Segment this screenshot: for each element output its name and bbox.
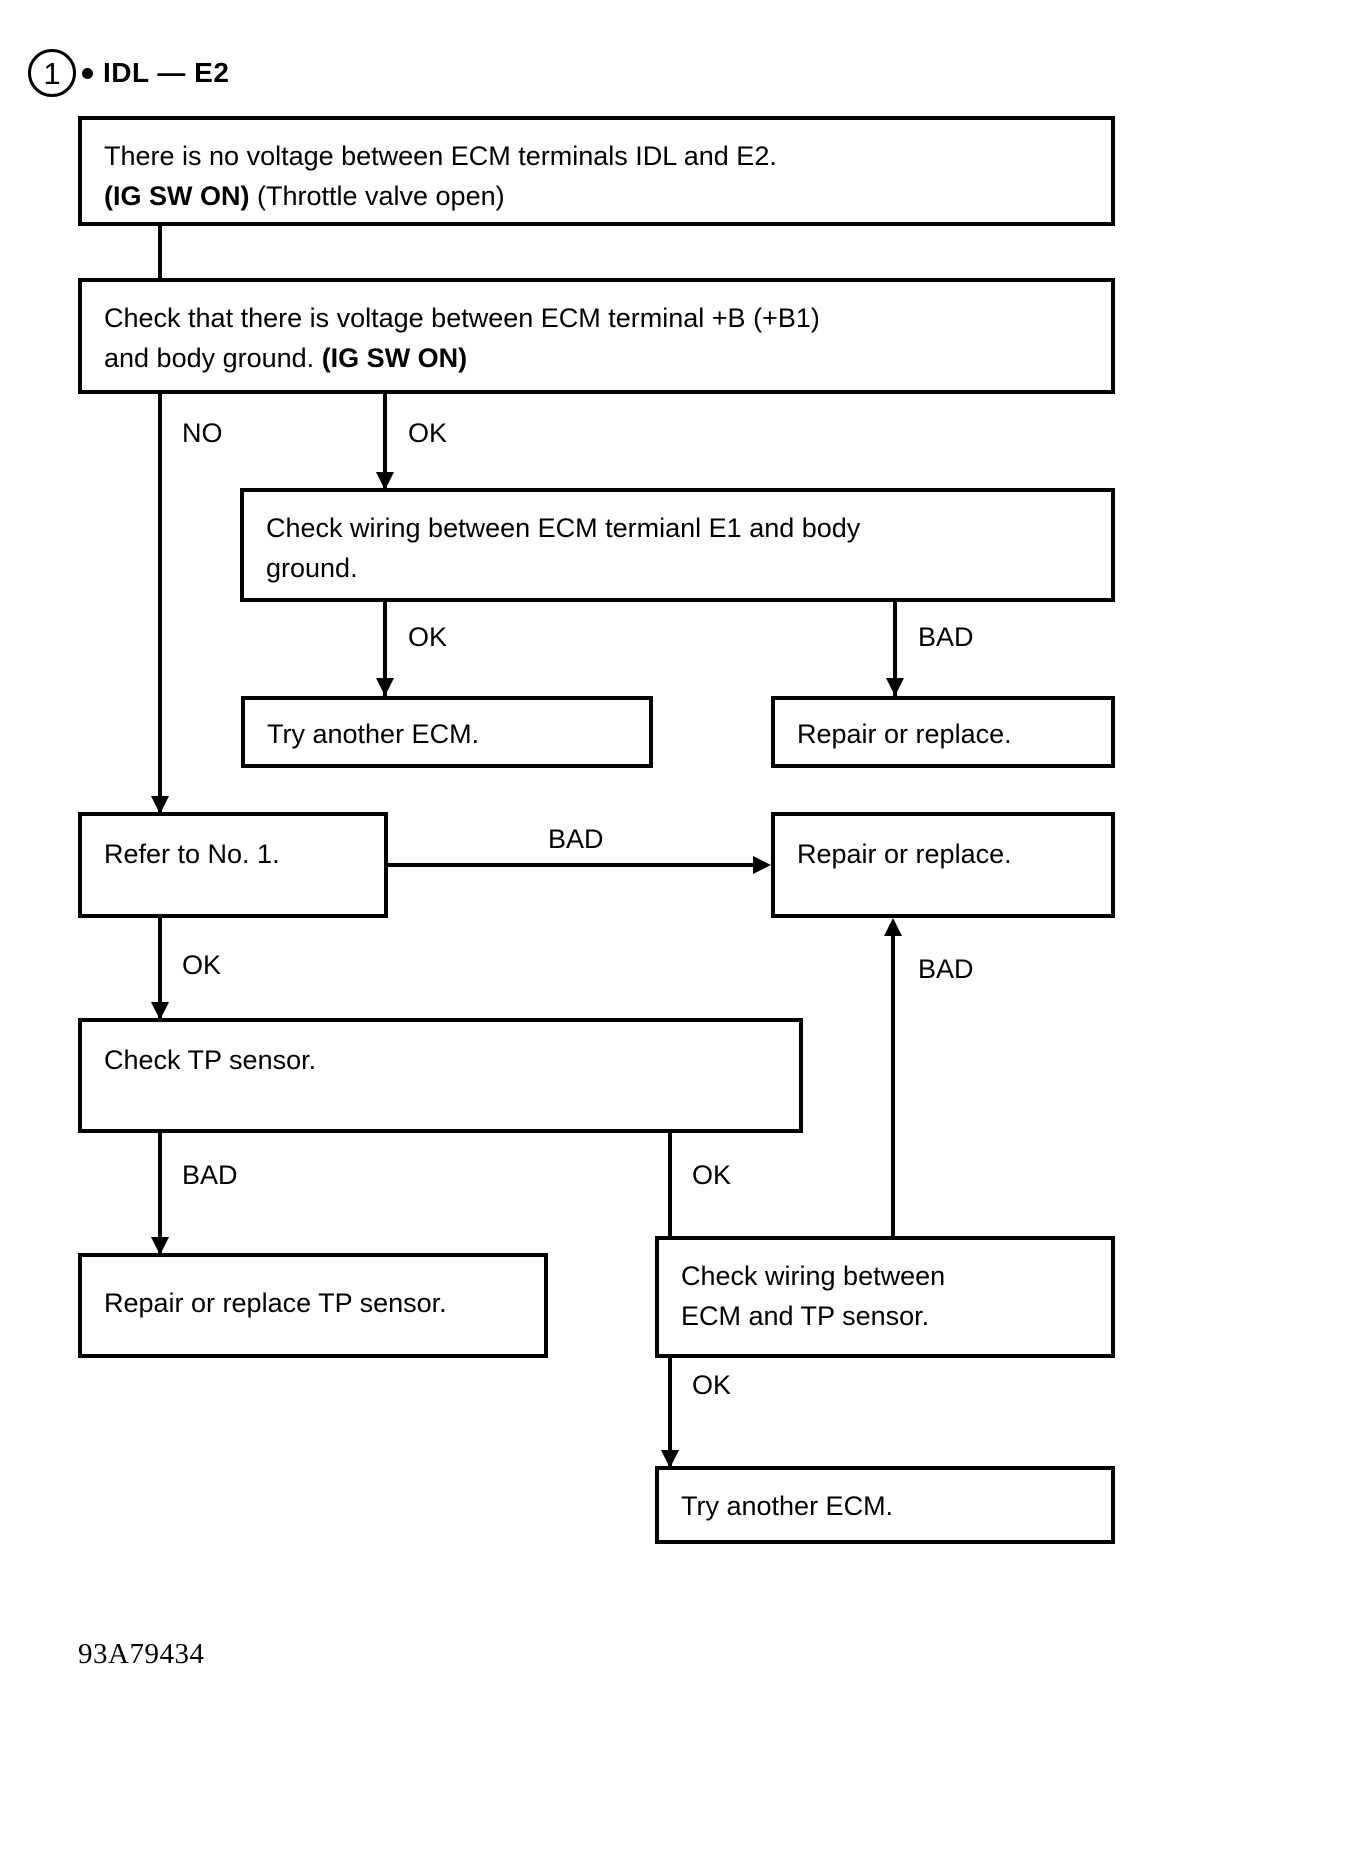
- edge-label-ok-5: OK: [692, 1370, 732, 1400]
- edge-n3-n4-arrowhead: [376, 678, 394, 696]
- node-repair-or-replace-middle: Repair or replace.: [771, 812, 1115, 918]
- node-line: Repair or replace.: [797, 719, 1012, 749]
- node-line: Refer to No. 1.: [104, 839, 280, 869]
- edge-label-ok-3: OK: [182, 950, 222, 980]
- edge-n3-n5-arrowhead: [886, 678, 904, 696]
- node-line: Repair or replace.: [797, 839, 1012, 869]
- node-line-bold: (IG SW ON): [104, 181, 250, 211]
- edge-label-bad-2: BAD: [548, 824, 604, 854]
- edge-n1-n2-line: [158, 226, 162, 312]
- edge-n8-n9-line: [158, 1133, 162, 1255]
- node-repair-or-replace-tp-sensor: Repair or replace TP sensor.: [78, 1253, 548, 1358]
- node-check-tp-sensor: Check TP sensor.: [78, 1018, 803, 1133]
- edge-label-ok-1: OK: [408, 418, 448, 448]
- node-try-another-ecm-lower: Try another ECM.: [655, 1466, 1115, 1544]
- edge-n6-n8-arrowhead: [151, 1002, 169, 1020]
- edge-n3-n4-line: [383, 602, 387, 698]
- node-line: Check wiring between: [681, 1261, 946, 1291]
- edge-label-ok-4: OK: [692, 1160, 732, 1190]
- page-title: IDL — E2: [103, 57, 230, 88]
- node-try-another-ecm-upper: Try another ECM.: [241, 696, 653, 768]
- edge-n8-n10-line: [668, 1133, 672, 1255]
- node-line: Repair or replace TP sensor.: [104, 1288, 447, 1318]
- node-line-rest: and body ground.: [104, 343, 322, 373]
- edge-n6-n7-line: [388, 863, 753, 867]
- edge-label-bad-4: BAD: [918, 954, 974, 984]
- bullet-dot-icon: [82, 67, 93, 79]
- edge-n2-n6-line: [158, 394, 162, 814]
- node-check-e1-wiring: Check wiring between ECM termianl E1 and…: [240, 488, 1115, 602]
- edge-n2-n3-line: [383, 394, 387, 492]
- edge-label-bad-1: BAD: [918, 622, 974, 652]
- node-line: Check that there is voltage between ECM …: [104, 303, 820, 333]
- edge-n10-n7-line: [891, 936, 895, 1236]
- edge-label-no: NO: [182, 418, 223, 448]
- node-line: and body ground. (IG SW ON): [104, 338, 1111, 378]
- node-line: ground.: [266, 553, 358, 583]
- edge-n3-n5-line: [893, 602, 897, 698]
- figure-caption: 93A79434: [78, 1638, 205, 1670]
- node-check-b-voltage: Check that there is voltage between ECM …: [78, 278, 1115, 394]
- node-line: There is no voltage between ECM terminal…: [104, 141, 777, 171]
- node-repair-or-replace-upper: Repair or replace.: [771, 696, 1115, 768]
- node-line: Check wiring between ECM termianl E1 and…: [266, 513, 861, 543]
- edge-n2-n3-arrowhead: [376, 472, 394, 490]
- edge-n10-n11-arrowhead: [661, 1450, 679, 1468]
- node-line: (IG SW ON) (Throttle valve open): [104, 176, 1111, 216]
- diagram-header: 1 IDL — E2: [28, 48, 229, 98]
- edge-n2-n6-arrowhead: [151, 796, 169, 814]
- node-no-voltage-statement: There is no voltage between ECM terminal…: [78, 116, 1115, 226]
- node-line: Try another ECM.: [267, 719, 480, 749]
- node-line: Try another ECM.: [681, 1491, 894, 1521]
- edge-n8-n9-arrowhead: [151, 1237, 169, 1255]
- node-line: Check TP sensor.: [104, 1045, 317, 1075]
- node-refer-to-no-1: Refer to No. 1.: [78, 812, 388, 918]
- edge-n10-n11-line: [668, 1358, 672, 1468]
- node-check-ecm-tp-wiring: Check wiring between ECM and TP sensor.: [655, 1236, 1115, 1358]
- edge-label-ok-2: OK: [408, 622, 448, 652]
- node-line: ECM and TP sensor.: [681, 1301, 930, 1331]
- edge-label-bad-3: BAD: [182, 1160, 238, 1190]
- edge-n10-n7-arrowhead: [884, 918, 902, 936]
- edge-n6-n7-arrowhead: [753, 856, 771, 874]
- step-number-circle: 1: [28, 49, 76, 97]
- edge-n6-n8-line: [158, 918, 162, 1022]
- node-line-bold: (IG SW ON): [321, 343, 468, 373]
- node-line-rest: (Throttle valve open): [249, 181, 505, 211]
